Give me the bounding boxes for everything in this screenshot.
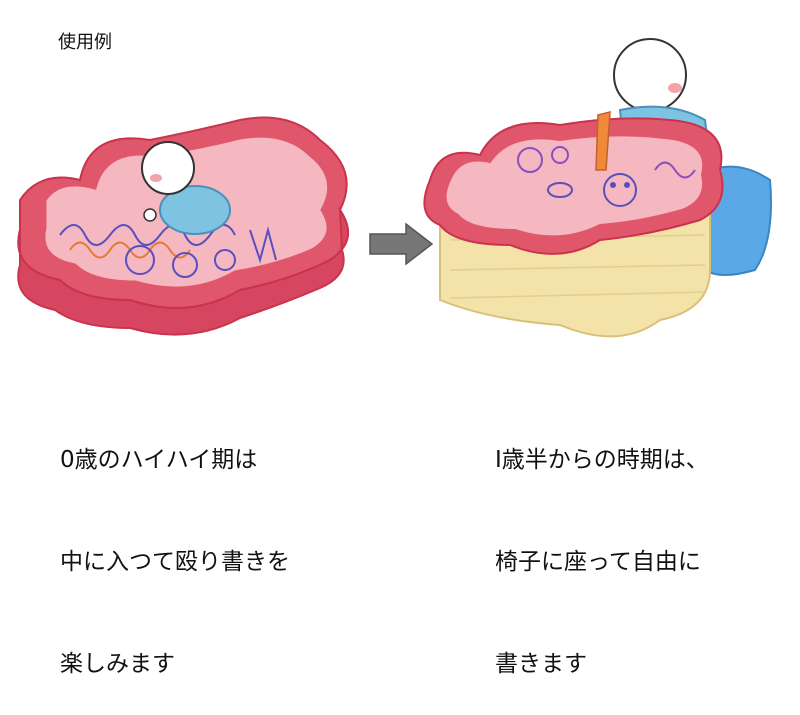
seated-child-mat-illustration	[423, 38, 772, 338]
crawling-baby-mat-illustration	[17, 116, 349, 336]
example-label: 使用例	[58, 32, 112, 53]
caption-right-line-1: I歳半からの時期は、	[495, 447, 709, 473]
right-arrow-icon	[369, 222, 434, 266]
caption-right-line-2: 椅子に座って自由に	[495, 549, 701, 575]
caption-left-line-1: 0歳のハイハイ期は	[60, 447, 258, 473]
caption-left: 0歳のハイハイ期は 中に入つて殴り書きを 楽しみます	[60, 375, 290, 715]
caption-right: I歳半からの時期は、 椅子に座って自由に 書きます	[495, 375, 709, 715]
caption-left-line-2: 中に入つて殴り書きを	[60, 549, 290, 575]
caption-right-line-3: 書きます	[495, 651, 587, 677]
caption-left-line-3: 楽しみます	[60, 651, 175, 677]
